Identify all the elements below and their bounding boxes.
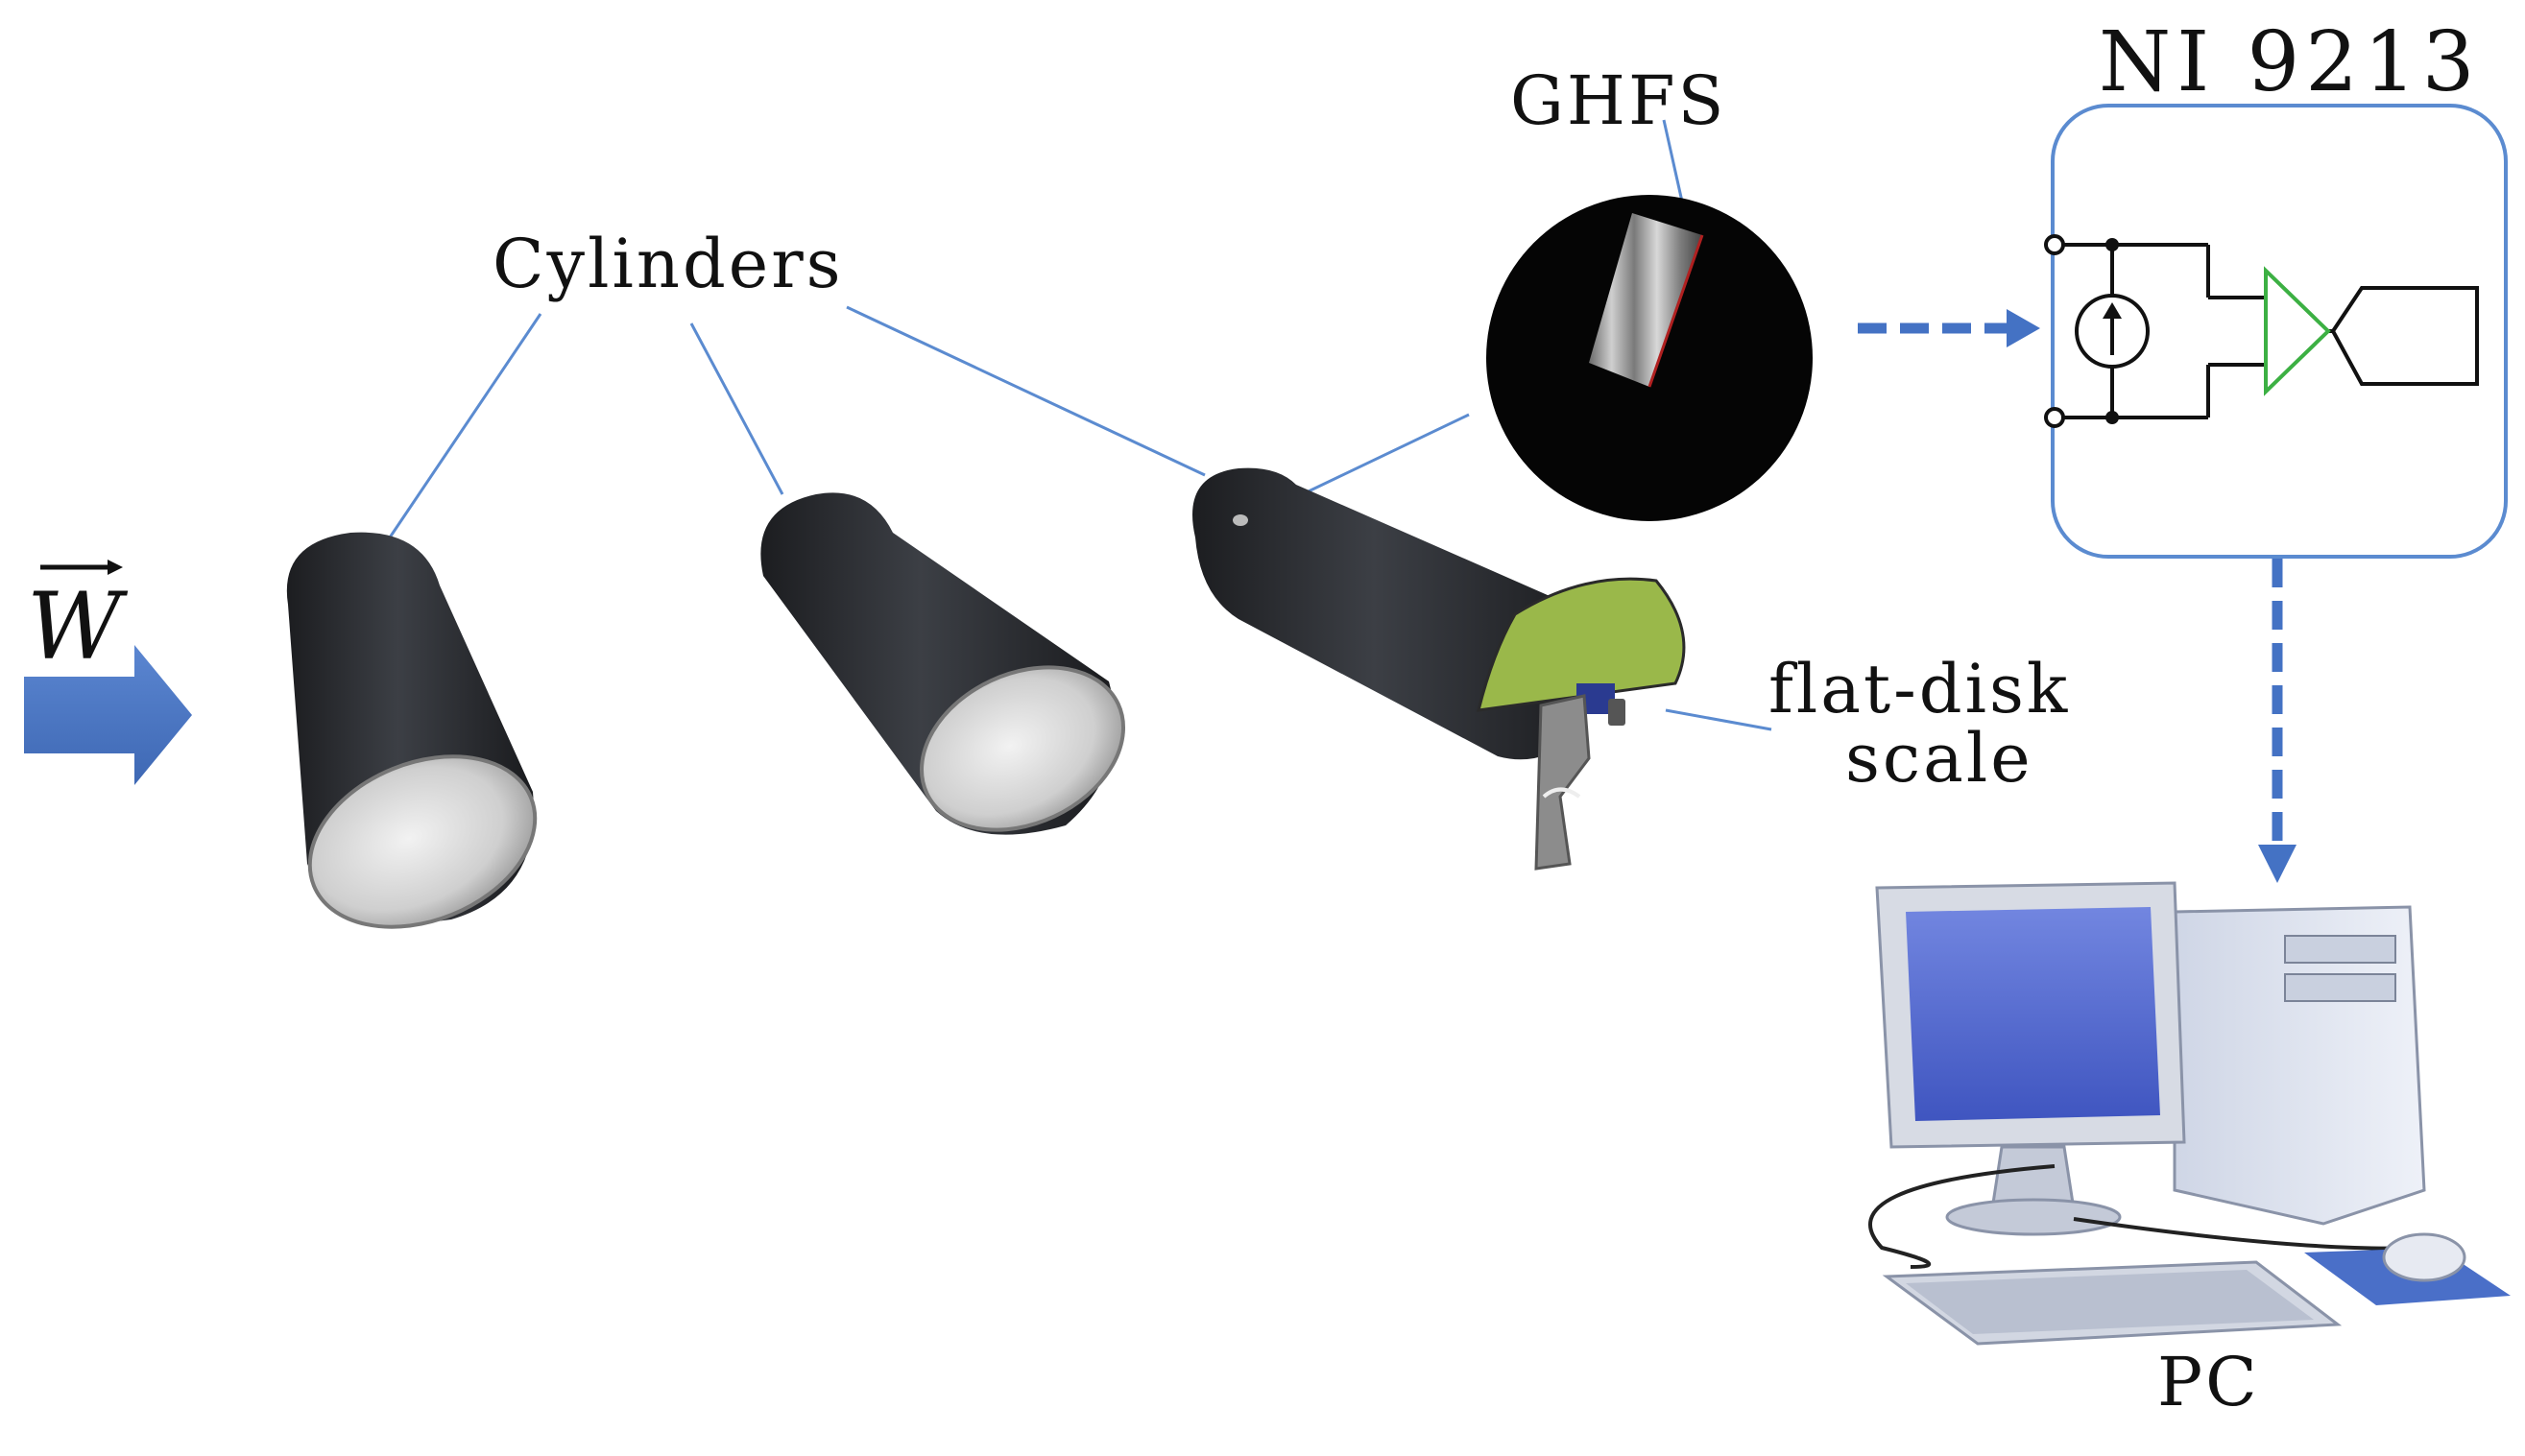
keyboard-icon bbox=[1882, 1260, 2343, 1346]
ni-module-label: NI 9213 bbox=[2099, 14, 2481, 110]
mouse-icon bbox=[2304, 1232, 2511, 1305]
cylinder-1-icon bbox=[286, 532, 538, 929]
pc-label: PC bbox=[2157, 1343, 2260, 1421]
ni-9213-module bbox=[2044, 104, 2508, 559]
current-source-icon bbox=[2075, 294, 2150, 369]
cylinders-label: Cylinders bbox=[493, 225, 844, 303]
ghfs-label: GHFS bbox=[1510, 61, 1727, 140]
flow-symbol-label: W bbox=[27, 573, 122, 680]
flat-disk-scale-icon bbox=[1477, 577, 1686, 712]
dashed-arrow-to-module bbox=[1858, 309, 2040, 347]
monitor-icon bbox=[1875, 881, 2186, 1236]
output-connector-icon bbox=[2330, 286, 2479, 386]
mount-bracket-icon bbox=[1534, 694, 1591, 871]
amplifier-icon bbox=[2264, 266, 2331, 396]
computer-icon bbox=[1868, 881, 2511, 1346]
cylinder-3-icon bbox=[1192, 467, 1686, 871]
cylinder-2-icon bbox=[760, 492, 1126, 835]
flow-arrow-icon bbox=[24, 560, 192, 785]
flat-disk-label-line1: flat-disk bbox=[1768, 650, 2071, 728]
ghfs-sensor-icon bbox=[1486, 195, 1813, 521]
flat-disk-label-line2: scale bbox=[1845, 719, 2033, 798]
ghfs-mount-point bbox=[1233, 514, 1248, 526]
dashed-arrow-to-pc bbox=[2258, 559, 2297, 883]
circuit-schematic bbox=[2044, 234, 2479, 428]
